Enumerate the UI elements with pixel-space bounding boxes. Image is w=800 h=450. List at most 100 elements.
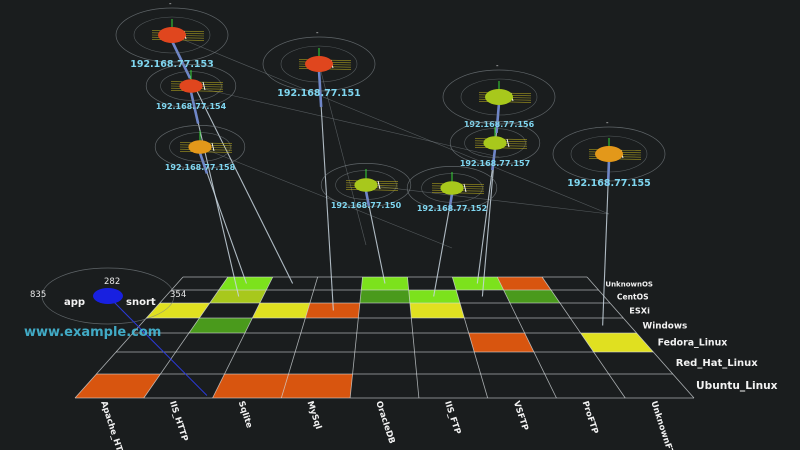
host-top-label: - — [169, 0, 172, 8]
grid-cell[interactable] — [146, 303, 210, 318]
host-ip-label: 192.168.77.150 — [331, 201, 402, 210]
host-dot[interactable] — [179, 79, 203, 93]
os-label: Red_Hat_Linux — [676, 358, 759, 369]
grid-column-line — [143, 276, 229, 399]
grid-column-line — [496, 276, 557, 399]
host-link-line — [199, 146, 453, 249]
host-nodes: -192.168.77.153192.168.77.154-192.168.77… — [115, 0, 666, 213]
app-orbit-ring — [41, 267, 175, 325]
grid-cell[interactable] — [209, 290, 267, 303]
host-node[interactable]: - 192.168.77.151 — [262, 29, 376, 99]
host-dot[interactable] — [483, 136, 507, 150]
grid-cell[interactable] — [409, 303, 465, 318]
host-node[interactable]: 192.168.77.154 — [145, 64, 237, 111]
host-link-line — [365, 184, 610, 215]
host-port-marker — [506, 138, 510, 148]
grid-cell[interactable] — [212, 374, 289, 398]
host-stem-line — [481, 102, 500, 297]
host-orbit-ring — [449, 121, 541, 165]
watermark-text: www.example.com — [24, 325, 161, 340]
host-orbit-ring — [133, 16, 211, 54]
host-top-label: - — [316, 29, 319, 37]
host-node[interactable]: - 192.168.77.155 — [552, 119, 666, 189]
host-port-marker — [377, 180, 381, 190]
host-link-line — [171, 34, 610, 215]
host-orbit-ring — [320, 163, 412, 207]
grid-cell[interactable] — [497, 277, 552, 290]
host-ip-label: 192.168.77.154 — [156, 102, 227, 111]
host-dot[interactable] — [158, 27, 186, 43]
host-ip-label: 192.168.77.152 — [417, 204, 487, 213]
grid-cell[interactable] — [408, 290, 460, 303]
host-node[interactable]: 192.168.77.157 — [449, 121, 541, 168]
host-dot[interactable] — [440, 181, 464, 195]
grid-cell[interactable] — [468, 333, 534, 352]
grid-column-line — [541, 276, 626, 399]
host-stem-line — [602, 159, 610, 326]
host-ip-label: 192.168.77.151 — [277, 88, 361, 99]
grid-column-line — [212, 276, 274, 399]
host-stem-line — [433, 193, 453, 297]
os-label: CentOS — [617, 293, 649, 302]
grid-column-line — [407, 276, 420, 399]
host-orbit-ring — [460, 78, 538, 116]
host-stem-highlight — [495, 102, 501, 134]
grid-cell[interactable] — [281, 374, 353, 398]
host-node[interactable]: -192.168.77.156 — [442, 62, 556, 129]
host-stem-line — [318, 69, 334, 311]
grid-column-line — [586, 276, 695, 399]
app-stem — [107, 295, 208, 396]
grid-column-line — [451, 276, 489, 399]
grid-cell[interactable] — [305, 303, 360, 318]
host-stem-highlight — [364, 190, 371, 207]
host-stem-highlight — [606, 159, 611, 186]
grid-column-line — [349, 276, 363, 399]
service-label: OracleDB — [373, 400, 396, 445]
grid-column-line — [280, 276, 319, 399]
app-label: app — [64, 297, 85, 308]
host-orbit-ring — [115, 7, 229, 63]
service-os-grid-cells — [75, 277, 654, 398]
host-port-marker — [211, 142, 215, 152]
grid-cell[interactable] — [359, 290, 410, 303]
grid-cell[interactable] — [75, 374, 161, 398]
host-dot[interactable] — [485, 89, 513, 105]
host-port-marker — [202, 81, 206, 91]
grid-cell[interactable] — [503, 290, 560, 303]
host-stem-highlight — [491, 148, 497, 171]
host-ip-label: 192.168.77.157 — [460, 159, 530, 168]
host-dot[interactable] — [305, 56, 333, 72]
host-dot[interactable] — [354, 178, 378, 192]
grid-cell[interactable] — [252, 303, 310, 318]
host-ip-label: 192.168.77.153 — [130, 59, 214, 70]
service-label: IIS_HTTP — [167, 400, 189, 443]
host-node[interactable]: 192.168.77.152 — [406, 166, 498, 213]
grid-cell[interactable] — [218, 277, 273, 290]
host-node[interactable]: 192.168.77.150 — [320, 163, 412, 210]
grid-column-line — [74, 276, 184, 399]
host-dot[interactable] — [595, 146, 623, 162]
host-stem-line — [199, 152, 247, 284]
app-dot[interactable] — [93, 288, 123, 304]
app-value-label: 282 — [104, 277, 120, 287]
host-ip-label: 192.168.77.155 — [567, 178, 651, 189]
grid-cell[interactable] — [188, 318, 253, 333]
host-orbit-ring — [280, 45, 358, 83]
service-label: ProFTP — [580, 400, 600, 436]
service-label: Apache_HTTP — [98, 400, 127, 450]
host-top-label: - — [606, 119, 609, 127]
host-dot[interactable] — [188, 140, 212, 154]
host-stem-highlight — [317, 69, 323, 108]
host-stem-highlight — [170, 40, 192, 79]
host-node[interactable]: - 192.168.77.153 — [115, 0, 229, 70]
host-orbit-ring — [570, 135, 648, 173]
host-node[interactable]: 192.168.77.158 — [154, 125, 246, 172]
grid-cell[interactable] — [452, 277, 504, 290]
host-port-marker — [463, 183, 467, 193]
grid-cell[interactable] — [580, 333, 654, 352]
host-orbit-ring — [406, 166, 498, 210]
app-label-suffix: snort — [126, 297, 156, 308]
os-label: Fedora_Linux — [658, 338, 728, 349]
